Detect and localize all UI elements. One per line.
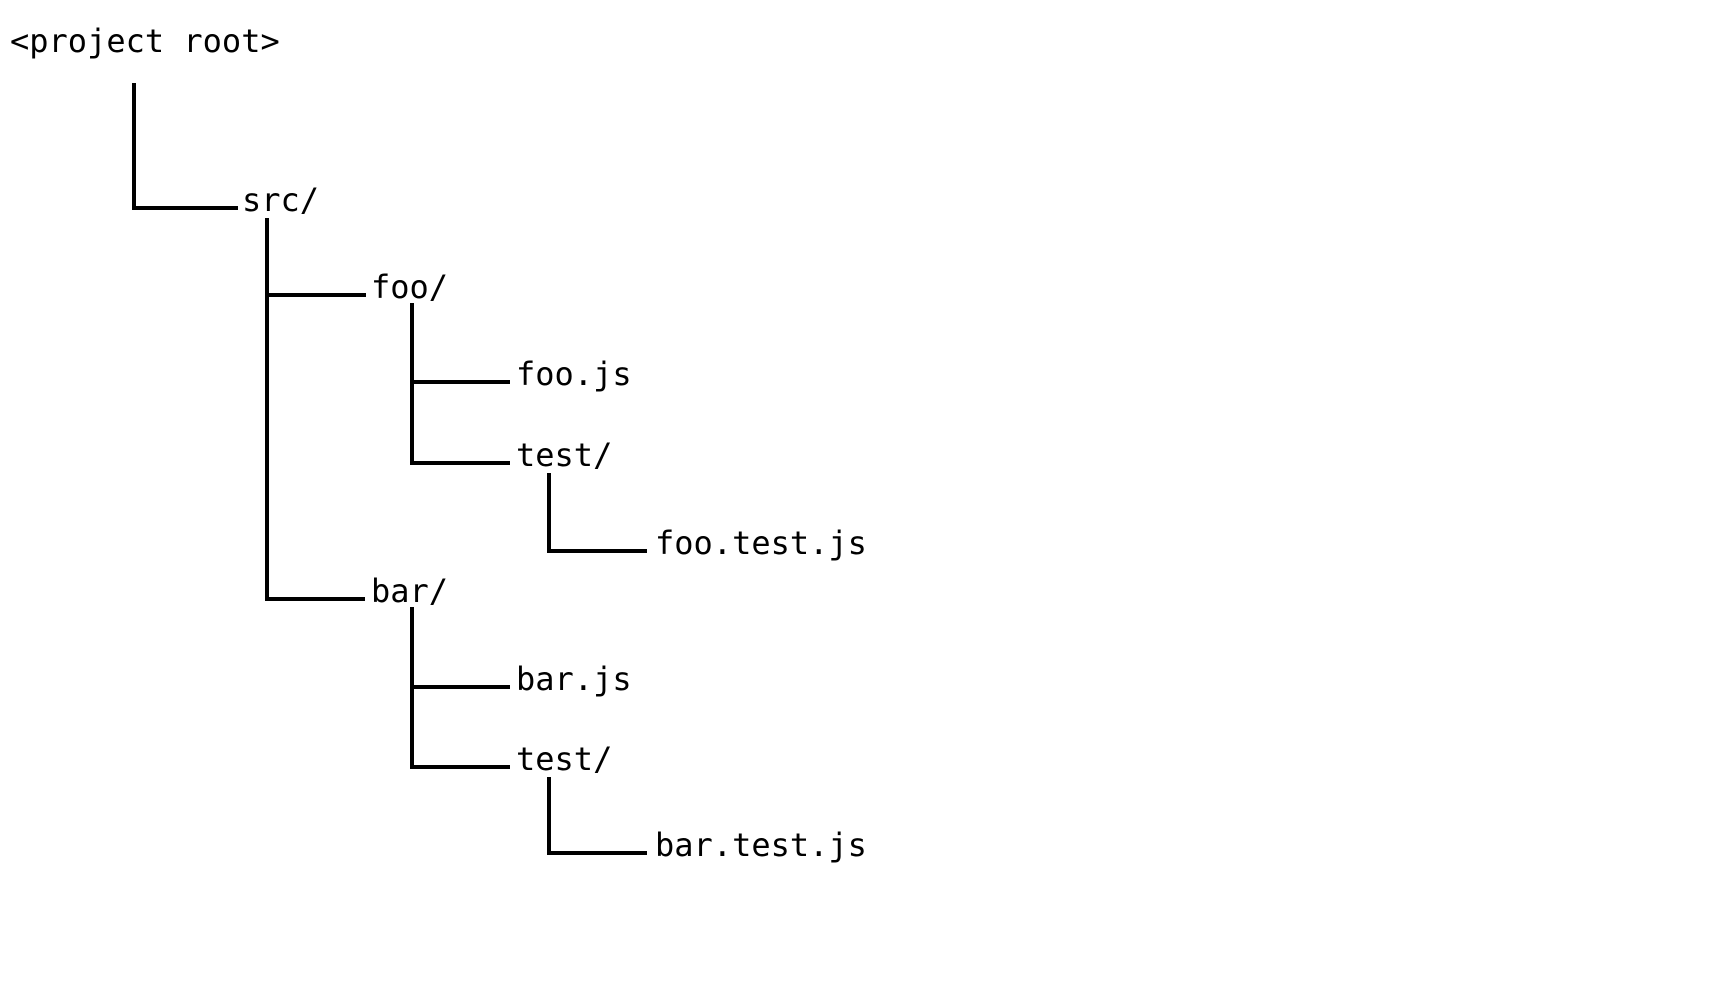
node-label-foo: foo/ [371,268,448,306]
connector-src-trunk-to-bar [265,218,365,601]
tree-labels: <project root> src/ foo/ foo.js test/ fo… [10,22,867,864]
node-label-bar-js: bar.js [516,660,632,698]
node-label-bar-test-js: bar.test.js [655,826,867,864]
node-label-bar-test: test/ [516,740,612,778]
node-label-foo-test: test/ [516,436,612,474]
connector-bar-test-to-bar-test-js [547,777,647,855]
node-label-foo-js: foo.js [516,355,632,393]
tree-connectors [132,83,647,855]
connector-foo-test-to-foo-test-js [547,473,647,553]
connector-root-to-src [132,83,238,210]
node-label-bar: bar/ [371,572,448,610]
node-label-foo-test-js: foo.test.js [655,524,867,562]
node-label-src: src/ [242,181,319,219]
node-label-project-root: <project root> [10,22,280,60]
connector-bar-trunk-to-test [410,607,510,769]
connector-foo-trunk-to-test [410,303,510,465]
